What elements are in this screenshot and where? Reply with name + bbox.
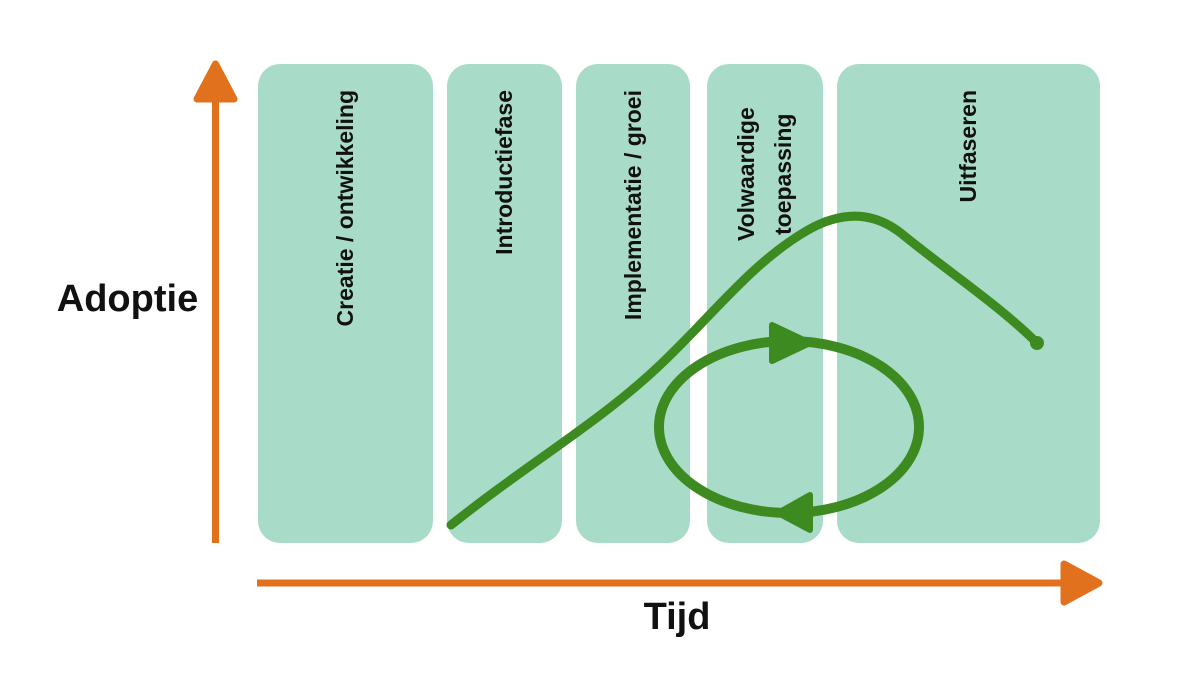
y-axis-label: Adoptie [56, 278, 199, 320]
phase-label: Implementatie / groei [619, 90, 646, 321]
x-axis-label: Tijd [643, 596, 711, 638]
phase-band-implementatie-groei: Implementatie / groei [576, 64, 690, 543]
phase-label: Uitfaseren [955, 90, 982, 203]
phase-band-volwaardige-toepassing: Volwaardige toepassing [707, 64, 823, 543]
phase-band-uitfaseren: Uitfaseren [837, 64, 1100, 543]
phase-label: Introductiefase [491, 90, 518, 255]
phase-band-creatie-ontwikkeling: Creatie / ontwikkeling [258, 64, 433, 543]
phase-band-introductiefase: Introductiefase [447, 64, 562, 543]
phase-label: Volwaardige toepassing [733, 107, 796, 241]
phase-label: Creatie / ontwikkeling [332, 90, 359, 327]
